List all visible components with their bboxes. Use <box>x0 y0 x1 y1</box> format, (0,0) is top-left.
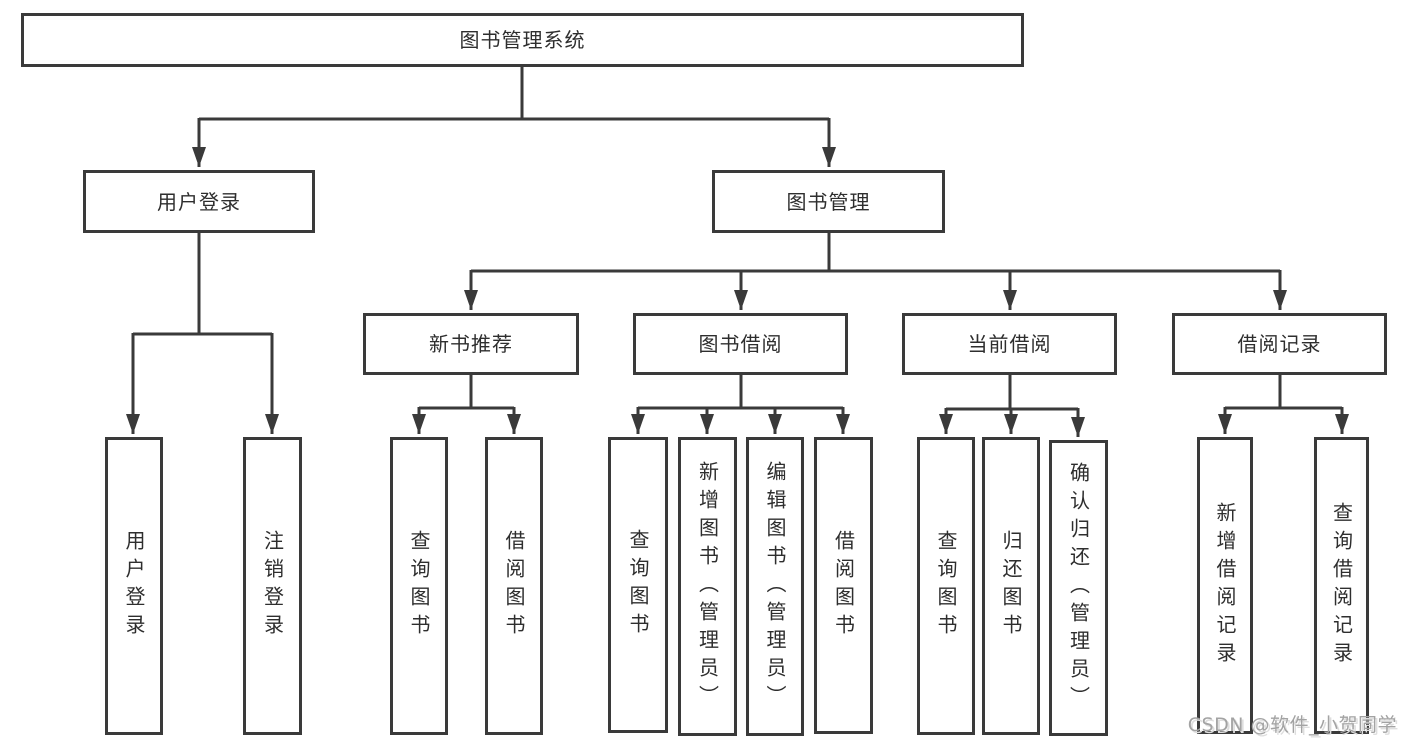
node-label: 确认归还（管理员） <box>1066 462 1091 714</box>
connector-new-book-trunk <box>419 375 514 410</box>
node-leaf-query-books-2: 查询图书 <box>608 437 668 733</box>
node-book-management-system: 图书管理系统 <box>21 13 1024 67</box>
csdn-watermark: CSDN @软件_小贺同学 <box>1187 714 1397 736</box>
node-leaf-add-books-admin: 新增图书（管理员） <box>678 437 737 736</box>
node-leaf-logout: 注销登录 <box>243 437 302 735</box>
node-label: 用户登录 <box>122 530 146 642</box>
node-label: 借阅图书 <box>502 530 526 642</box>
node-label: 新书推荐 <box>429 332 513 356</box>
node-label: 借阅图书 <box>831 529 856 642</box>
node-leaf-add-borrow-record: 新增借阅记录 <box>1197 437 1253 734</box>
node-leaf-user-login: 用户登录 <box>105 437 163 735</box>
node-label: 编辑图书（管理员） <box>763 460 787 713</box>
node-label: 注销登录 <box>260 530 285 642</box>
node-leaf-edit-books-admin: 编辑图书（管理员） <box>746 437 804 736</box>
node-leaf-return-books: 归还图书 <box>982 437 1040 735</box>
connector-current-borrow-trunk <box>946 375 1078 411</box>
node-label: 图书借阅 <box>698 332 783 356</box>
node-label: 查询图书 <box>626 529 650 641</box>
node-leaf-query-borrow-record: 查询借阅记录 <box>1314 437 1369 734</box>
node-book-borrowing: 图书借阅 <box>633 313 848 375</box>
connector-root-trunk <box>199 67 829 121</box>
node-label: 查询借阅记录 <box>1329 501 1354 670</box>
node-current-borrowing: 当前借阅 <box>902 313 1117 375</box>
node-leaf-query-books-1: 查询图书 <box>390 437 448 735</box>
node-label: 查询图书 <box>407 530 431 642</box>
node-label: 新增图书（管理员） <box>695 460 720 713</box>
connector-borrow-record-trunk <box>1225 375 1342 410</box>
node-label: 当前借阅 <box>967 332 1052 356</box>
node-leaf-borrow-books-2: 借阅图书 <box>814 437 873 734</box>
node-label: 用户登录 <box>157 189 241 214</box>
node-leaf-query-books-3: 查询图书 <box>917 437 975 735</box>
node-user-login: 用户登录 <box>83 170 315 233</box>
node-leaf-confirm-return-admin: 确认归还（管理员） <box>1049 440 1108 736</box>
node-label: 图书管理 <box>786 189 871 214</box>
node-label: 归还图书 <box>999 530 1023 642</box>
connector-user-login-trunk <box>133 233 272 336</box>
node-new-book-recommend: 新书推荐 <box>363 313 579 375</box>
connector-book-management-trunk <box>471 233 1280 273</box>
node-book-management: 图书管理 <box>712 170 945 233</box>
node-leaf-borrow-books-1: 借阅图书 <box>485 437 543 735</box>
node-label: 查询图书 <box>934 530 958 642</box>
node-label: 借阅记录 <box>1237 332 1322 356</box>
node-label: 图书管理系统 <box>459 28 586 52</box>
connector-book-borrow-trunk <box>638 375 843 410</box>
node-label: 新增借阅记录 <box>1213 501 1237 670</box>
node-borrowing-records: 借阅记录 <box>1172 313 1387 375</box>
